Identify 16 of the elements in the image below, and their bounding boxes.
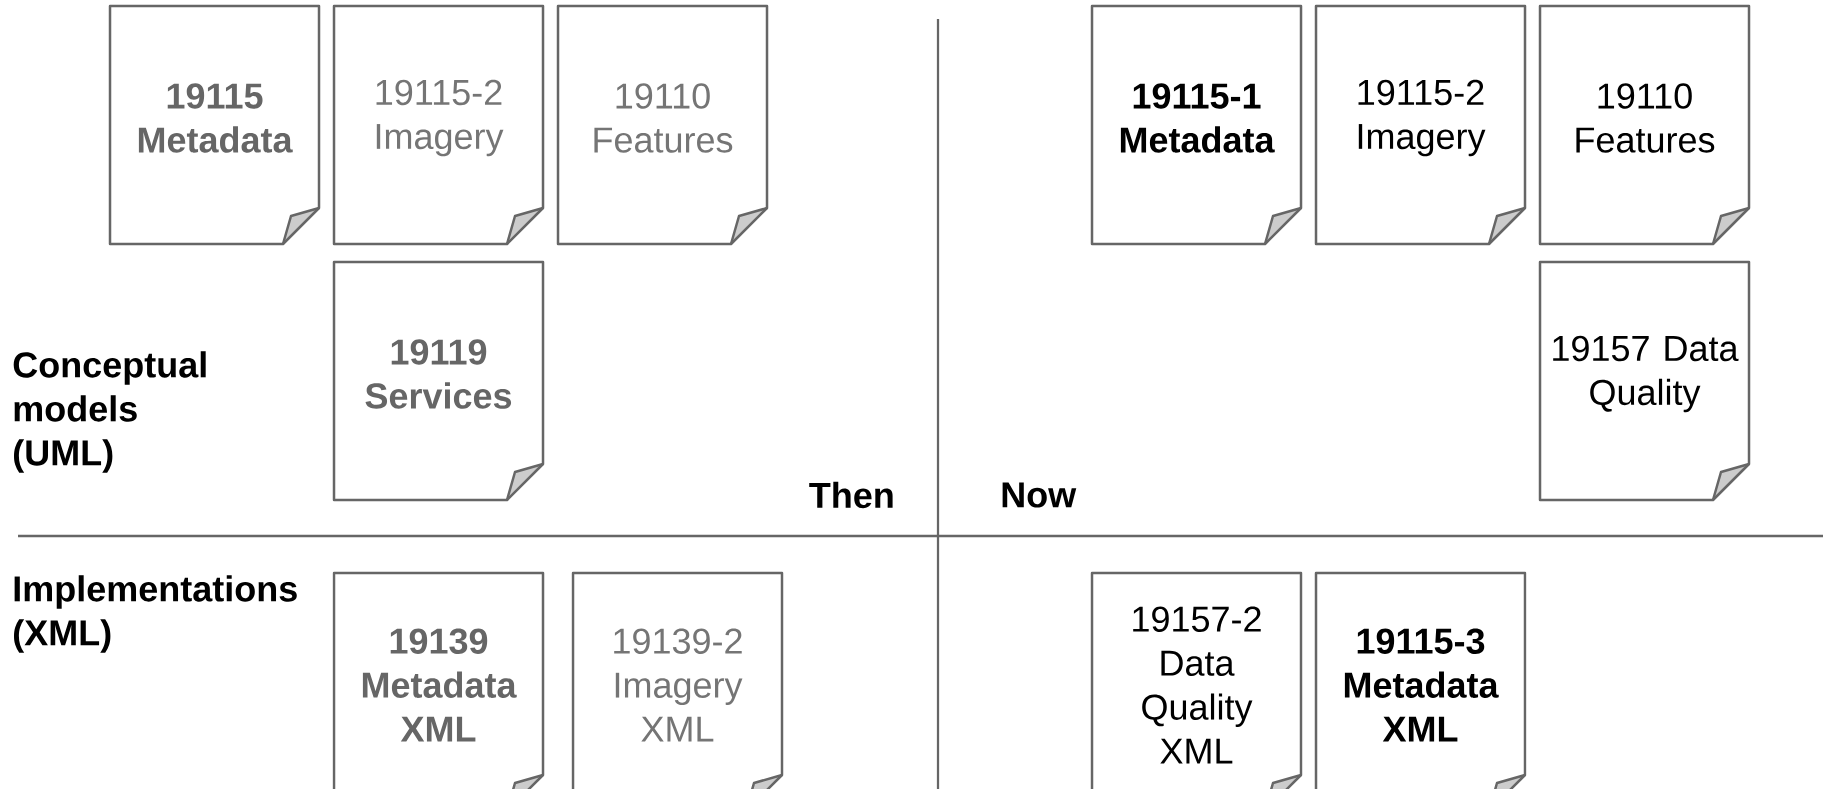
document-box: 19115 Metadata: [108, 4, 321, 246]
document-box: 19139 Metadata XML: [332, 571, 545, 789]
document-box: 19157 Data Quality: [1538, 260, 1751, 502]
column-heading: Now: [1002, 482, 1077, 508]
document-box: 19110 Features: [556, 4, 769, 246]
column-heading: Then: [809, 481, 893, 509]
document-box: 19157-2 Data Quality XML: [1090, 571, 1303, 789]
side-heading: Conceptual models (UML): [13, 351, 206, 473]
document-box: 19115-1 Metadata: [1090, 4, 1303, 246]
document-box: 19115-3 Metadata XML: [1314, 571, 1527, 789]
side-heading: Implementations (XML): [14, 575, 297, 653]
document-box: 19139-2 Imagery XML: [571, 571, 784, 789]
document-box: 19110 Features: [1538, 4, 1751, 246]
document-box: 19119 Services: [332, 260, 545, 502]
document-box: 19115-2 Imagery: [332, 4, 545, 246]
document-box: 19115-2 Imagery: [1314, 4, 1527, 246]
